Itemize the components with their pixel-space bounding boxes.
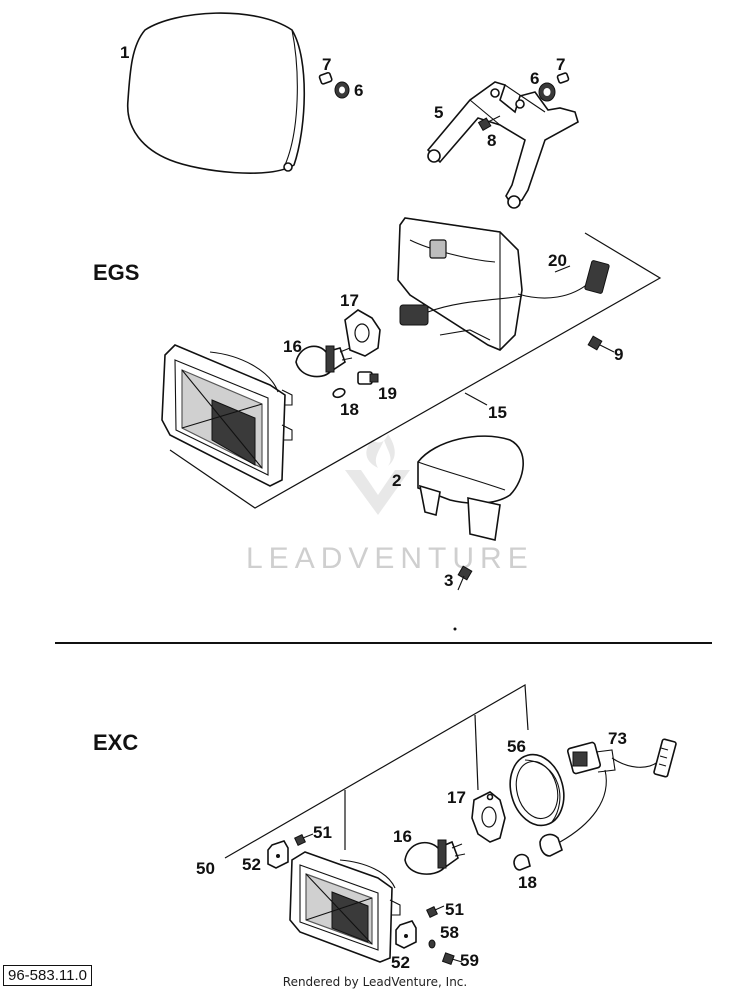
assembly-frame-exc bbox=[224, 683, 529, 859]
screw-part-51-lower bbox=[426, 905, 445, 918]
assembly-frame-egs bbox=[169, 232, 662, 509]
callout-16-egs: 16 bbox=[283, 337, 302, 356]
screw-part-59 bbox=[441, 952, 463, 966]
callout-7-right: 7 bbox=[556, 55, 565, 74]
callout-18-exc: 18 bbox=[518, 873, 537, 892]
callout-17-egs: 17 bbox=[340, 291, 359, 310]
callout-6-right: 6 bbox=[530, 69, 539, 88]
drawing-number: 96-583.11.0 bbox=[3, 965, 92, 986]
bulb-part-16-egs bbox=[295, 345, 353, 378]
cable-connector-part-73 bbox=[539, 738, 677, 857]
callout-19: 19 bbox=[378, 384, 397, 403]
socket-plate-part-17 bbox=[344, 309, 381, 357]
bulb-part-16-exc bbox=[404, 839, 466, 875]
watermark-text: LEADVENTURE bbox=[246, 542, 534, 575]
callout-1: 1 bbox=[120, 43, 129, 62]
headlight-lens-exc bbox=[289, 851, 401, 963]
callout-59: 59 bbox=[460, 951, 479, 970]
section-label-egs: EGS bbox=[93, 260, 139, 285]
callout-51-lower: 51 bbox=[445, 900, 464, 919]
callout-73: 73 bbox=[608, 729, 627, 748]
callout-9: 9 bbox=[614, 345, 623, 364]
screw-part-9 bbox=[587, 335, 615, 353]
screw-part-3 bbox=[457, 565, 473, 591]
socket-plate-part-17-exc bbox=[471, 791, 506, 843]
callout-20: 20 bbox=[548, 251, 567, 270]
washer-part-58 bbox=[428, 939, 436, 949]
callout-15: 15 bbox=[488, 403, 507, 422]
callout-58: 58 bbox=[440, 923, 459, 942]
callout-2: 2 bbox=[392, 471, 401, 490]
adjuster-bracket-part-52-lower bbox=[395, 920, 417, 949]
callout-6-left: 6 bbox=[354, 81, 363, 100]
rubber-grommet-part-6-right bbox=[538, 82, 556, 102]
headlight-bracket-part-5 bbox=[426, 81, 579, 209]
parking-bulb-part-18-egs bbox=[332, 387, 346, 399]
watermark-logo bbox=[345, 434, 410, 515]
spacer-part-7-left bbox=[318, 71, 333, 85]
callout-5: 5 bbox=[434, 103, 443, 122]
headlight-ring-part-56 bbox=[509, 753, 565, 827]
callout-52-upper: 52 bbox=[242, 855, 261, 874]
bulb-socket-part-19 bbox=[357, 371, 379, 385]
spacer-part-7-right bbox=[556, 72, 570, 84]
rubber-grommet-part-6-left bbox=[334, 81, 350, 99]
headlight-mask-part-1 bbox=[126, 12, 306, 174]
divider-dot bbox=[453, 627, 457, 631]
cable-connector-part-20 bbox=[517, 260, 610, 299]
callout-16-exc: 16 bbox=[393, 827, 412, 846]
headlight-lens-egs bbox=[161, 344, 293, 487]
callout-51-upper: 51 bbox=[313, 823, 332, 842]
headlight-visor-part-2 bbox=[417, 435, 524, 541]
headlight-housing-part-15 bbox=[397, 217, 523, 351]
callout-17-exc: 17 bbox=[447, 788, 466, 807]
render-credit: Rendered by LeadVenture, Inc. bbox=[282, 975, 468, 989]
callout-50: 50 bbox=[196, 859, 215, 878]
section-label-exc: EXC bbox=[93, 730, 138, 755]
screw-part-8 bbox=[477, 115, 501, 132]
callout-7-left: 7 bbox=[322, 55, 331, 74]
callout-3: 3 bbox=[444, 571, 453, 590]
screw-part-51-upper bbox=[294, 833, 314, 846]
callout-8: 8 bbox=[487, 131, 496, 150]
callout-52-lower: 52 bbox=[391, 953, 410, 972]
callout-18-egs: 18 bbox=[340, 400, 359, 419]
parking-bulb-part-18-exc bbox=[513, 853, 531, 871]
adjuster-bracket-part-52-upper bbox=[267, 840, 289, 869]
callout-56: 56 bbox=[507, 737, 526, 756]
